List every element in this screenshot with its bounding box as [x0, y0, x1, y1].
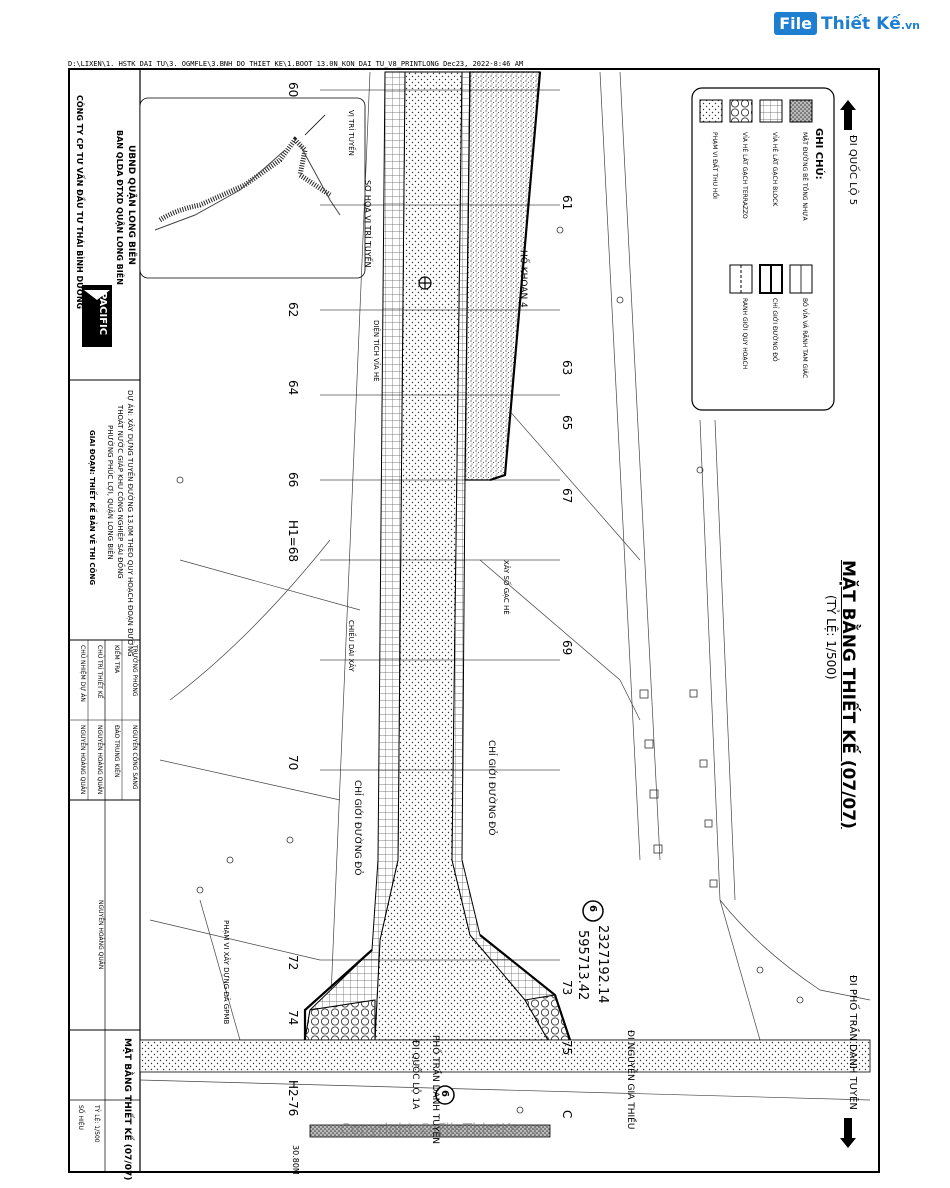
project-line-2: THOÁT NƯỚC GIÁP KHU CÔNG NGHIỆP SÀI ĐỒNG	[116, 405, 124, 579]
station-label-75: 75	[560, 1040, 574, 1056]
drawing-sheet	[68, 68, 880, 1173]
label-road-width: 30.80M	[291, 1145, 300, 1175]
role-3: CHỦ TRÌ THIẾT KẾ	[96, 645, 103, 699]
cross-road	[139, 1039, 871, 1073]
drawing-scale: (TỶ LỆ: 1/500)	[824, 595, 838, 680]
project-stage: GIAI ĐOẠN: THIẾT KẾ BẢN VẼ THI CÔNG	[88, 430, 96, 586]
station-label-61: 61	[560, 195, 574, 211]
label-dien-tich: DIỆN TÍCH VỈA HÈ	[372, 320, 380, 382]
legend-item-curb: BÓ VỈA VÀ RÃNH TAM GIÁC	[801, 298, 808, 379]
label-ho-khoan: HỐ KHOAN 4	[518, 250, 528, 308]
role-4: CHỦ NHIỆM DỰ ÁN	[79, 645, 86, 702]
node-6-circle-top	[582, 900, 604, 922]
station-label-h1-68: H1=68	[286, 520, 300, 562]
station-label-65: 65	[560, 415, 574, 431]
label-chi-gioi-right: CHỈ GIỚI ĐƯỜNG ĐỎ	[486, 740, 496, 836]
project-line-1: DỰ ÁN: XÂY DỰNG TUYẾN ĐƯỜNG 13.0M THEO Q…	[126, 390, 134, 657]
drawing-title: MẶT BẰNG THIẾT KẾ (07/07)	[838, 560, 858, 829]
station-label-h2-76: H2-76	[286, 1080, 300, 1117]
name-4: NGUYỄN HOÀNG QUÂN	[79, 725, 86, 795]
name-3: NGUYỄN HOÀNG QUÂN	[96, 725, 103, 795]
legend-item-terrazzo: VỈA HÈ LÁT GẠCH TERRAZZO	[741, 132, 748, 219]
file-path: D:\LIXEN\1. HSTK DAI TU\3. OGMFLE\3.BNH …	[68, 60, 524, 68]
node-label-bottom: 6	[439, 1090, 450, 1097]
sheet-scale: TỶ LỆ: 1/500	[93, 1105, 100, 1143]
brand-name: Thiết Kế	[821, 13, 901, 34]
drill-hole-marker	[418, 276, 432, 290]
coordinate-x: 595713.42	[575, 930, 590, 1001]
inset-map	[139, 97, 366, 279]
red-line-boundary	[303, 71, 572, 1041]
legend-item-redline: CHỈ GIỚI ĐƯỜNG ĐỎ	[771, 298, 778, 362]
station-label-67: 67	[560, 488, 574, 504]
station-label-63: 63	[560, 360, 574, 376]
station-label-69: 69	[560, 640, 574, 656]
direction-pho-tran: ĐI PHỐ TRẦN DANH TUYÊN	[847, 975, 858, 1110]
pacific-logo-text: PACIFIC	[97, 292, 108, 336]
station-label-64: 64	[286, 380, 300, 396]
arrow-up-left	[840, 100, 856, 130]
name-1: NGUYỄN CÔNG SANG	[131, 725, 138, 790]
approver-name: NGUYỄN HOÀNG QUÂN	[97, 900, 104, 970]
name-2: ĐÀO TRUNG KIÊN	[113, 725, 120, 778]
brand-logo-box: File	[774, 12, 817, 35]
station-label-66: 66	[286, 472, 300, 488]
label-chi-gioi-left: CHỈ GIỚI ĐƯỜNG ĐỎ	[352, 780, 362, 876]
terrazzo-zone	[464, 71, 541, 481]
legend-item-block: VỈA HÈ LÁT GẠCH BLOCK	[771, 132, 778, 207]
inset-title: SƠ HỌA VỊ TRÍ TUYẾN	[363, 180, 372, 268]
label-pham-vi: PHẠM VI XÂY DỰNG ĐÃ GPMB	[222, 920, 230, 1025]
context-lines	[139, 71, 871, 1101]
brand-logo-text: Thiết Kế.vn	[821, 14, 920, 34]
legend-item-asphalt: MẶT ĐƯỜNG BÊ TÔNG NHỰA	[801, 132, 808, 221]
sheet-number: SỐ HIỆU	[77, 1105, 84, 1130]
cross-road-dense	[309, 1124, 551, 1138]
station-label-73: 73	[560, 980, 574, 996]
ground-marks	[176, 226, 804, 1114]
station-label-70: 70	[286, 755, 300, 771]
owner-line-1: UBND QUẬN LONG BIÊN	[126, 145, 136, 265]
station-label-72: 72	[286, 955, 300, 971]
arrow-down-right	[840, 1118, 856, 1148]
role-1: TRƯỞNG PHÒNG	[131, 645, 138, 697]
node-6-circle-bottom	[435, 1085, 455, 1105]
label-chieu-dai: CHIỀU DÀI XÂY	[347, 620, 355, 672]
inset-label: VỊ TRÍ TUYẾN	[347, 110, 355, 156]
station-label-c: C	[560, 1110, 574, 1119]
label-nguyen-gia-thieu: ĐI NGUYỄN GIA THIỀU	[625, 1030, 635, 1130]
project-line-3: PHƯỜNG PHÚC LỢI, QUẬN LONG BIÊN	[106, 425, 114, 560]
role-2: KIỂM TRA	[113, 645, 120, 674]
legend-item-planning: RANH GIỚI QUY HOẠCH	[741, 298, 748, 370]
watermark: Copyright © FileThietKe.vn	[340, 1120, 543, 1138]
node-label-top: 6	[587, 905, 598, 912]
sheet-title: MẶT BẰNG THIẾT KẾ (07/07)	[122, 1038, 132, 1181]
label-quoc-lo-1a: ĐI QUỐC LỘ 1A	[410, 1040, 420, 1110]
direction-quoc-lo-5: ĐI QUỐC LỘ 5	[847, 135, 858, 206]
brand-logo: File Thiết Kế.vn	[774, 12, 920, 35]
station-label-60: 60	[286, 82, 300, 98]
legend-title: GHI CHÚ:	[813, 128, 824, 180]
coordinate-y: 2327192.14	[595, 925, 610, 1004]
label-xay-so: XÂY SỐ GẠC HÈ	[502, 560, 510, 615]
legend-box	[691, 87, 835, 411]
station-ticks	[320, 89, 560, 961]
station-label-62: 62	[286, 302, 300, 318]
consultant-name: CÔNG TY CP TƯ VẤN ĐẦU TƯ THÁI BÌNH DƯƠNG	[75, 95, 84, 310]
legend-item-land: PHẠM VI ĐẤT THU HỒI	[711, 132, 718, 199]
station-label-74: 74	[286, 1010, 300, 1026]
owner-line-2: BAN QLDA ĐTXD QUẬN LONG BIÊN	[115, 130, 124, 285]
brand-tld: .vn	[900, 18, 920, 32]
